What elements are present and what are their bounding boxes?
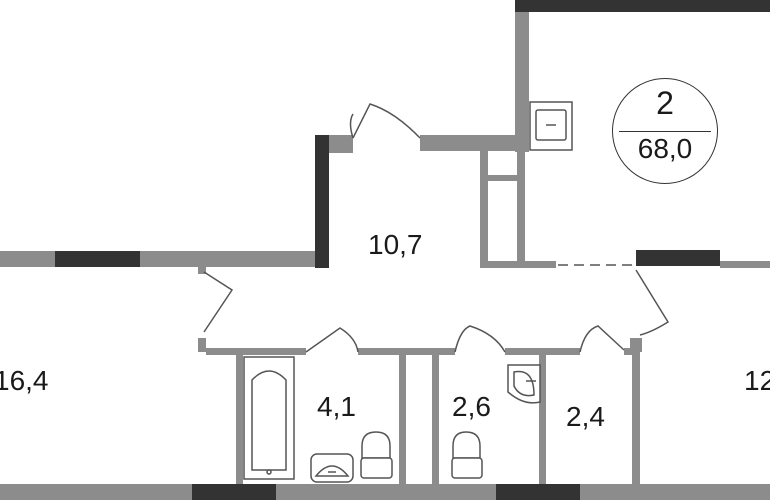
wall-bath-mid-2 — [432, 355, 439, 485]
room-area-living: 16,4 — [0, 365, 49, 396]
bathtub-inner-icon — [251, 370, 287, 471]
doors — [203, 103, 670, 353]
room-count: 2 — [656, 85, 674, 121]
wall-storage-right — [632, 348, 640, 485]
wall-hall-top-right — [420, 135, 525, 151]
door-bathroom[interactable] — [305, 327, 359, 353]
wall-niche-left — [480, 151, 488, 266]
wall-bath-left — [236, 355, 243, 485]
wall-niche-shelf-1 — [488, 175, 517, 181]
fixtures — [243, 101, 573, 483]
wall-bedroom-bottom — [720, 261, 770, 268]
wall-niche-shelf-2 — [480, 261, 556, 268]
wall-bath-top-2 — [358, 348, 455, 355]
windows — [55, 0, 770, 500]
toilet-icon — [452, 431, 481, 459]
wall-toilet-top — [505, 348, 580, 355]
room-area-bedroom: 12 — [744, 365, 770, 396]
room-area-toilet: 2,6 — [452, 391, 491, 422]
wall-bath-top — [206, 348, 306, 355]
wall-hall-left — [315, 135, 329, 268]
wall-living-top-2 — [140, 251, 315, 267]
wall-corridor-stub-left — [198, 266, 206, 274]
bathroom-toilet-icon — [361, 431, 391, 459]
door-storage[interactable] — [579, 325, 625, 353]
room-area-storage: 2,4 — [566, 401, 605, 432]
badge-divider — [619, 131, 711, 132]
room-area-hall: 10,7 — [368, 229, 423, 260]
window-bedroom-bottom — [636, 250, 720, 266]
window-bottom-1 — [192, 484, 276, 500]
wall-bath-mid — [399, 355, 406, 485]
window-living-top — [55, 251, 140, 267]
wall-bottom — [0, 484, 770, 500]
wall-toilet-right — [539, 355, 546, 485]
apartment-badge: 2 68,0 — [612, 78, 718, 184]
total-area: 68,0 — [637, 133, 693, 164]
room-area-bathroom: 4,1 — [317, 391, 356, 422]
wall-corridor-left — [198, 338, 206, 352]
wall-niche-right — [517, 151, 525, 266]
door-bedroom[interactable] — [635, 269, 670, 336]
window-bottom-2 — [496, 484, 580, 500]
door-toilet[interactable] — [454, 325, 506, 353]
wall-living-top — [0, 251, 55, 267]
door-living[interactable] — [203, 271, 234, 333]
wall-bedroom-left — [515, 0, 529, 152]
window-bedroom-top — [515, 0, 770, 12]
door-hall-entry-arc — [349, 113, 354, 139]
door-hall-entry-left[interactable] — [352, 103, 421, 139]
